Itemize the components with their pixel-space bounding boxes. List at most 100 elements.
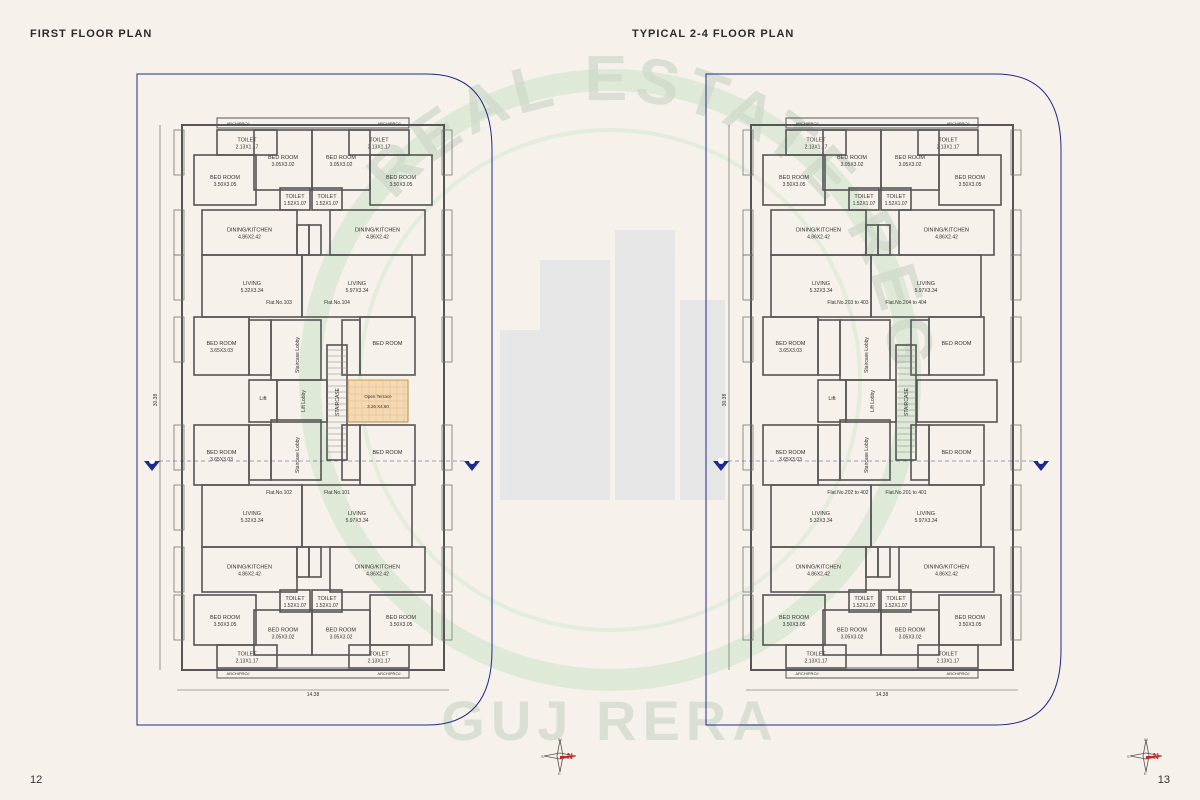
toilet-room-dims: 1.52X1.07: [885, 603, 908, 609]
bedroom-label: BED ROOM: [373, 341, 403, 347]
toilet-room-dims: 2.13X1.17: [236, 145, 259, 151]
bedroom-dims: 3.05X3.02: [272, 162, 295, 168]
bedroom-label: BED ROOM: [776, 341, 806, 347]
bedroom-dims: 3.05X3.02: [330, 635, 353, 641]
compass-icon: N W S E: [541, 737, 577, 776]
store-room: [865, 546, 879, 578]
width-dimension: 14.38: [876, 692, 889, 698]
lift-label: Lift: [828, 396, 836, 402]
dining-kitchen-label: DINING/KITCHEN: [227, 565, 272, 571]
side-duct: [441, 316, 453, 363]
bedroom: [369, 154, 433, 206]
staircase-lobby-label: Staircase Lobby: [864, 437, 870, 473]
bottom-balcony: [785, 667, 979, 679]
staircase-lobby-label: Staircase Lobby: [864, 337, 870, 373]
bedroom-label: BED ROOM: [386, 175, 416, 181]
dining-kitchen-label: DINING/KITCHEN: [796, 228, 841, 234]
bedroom-label: BED ROOM: [207, 341, 237, 347]
bedroom-label: BED ROOM: [386, 615, 416, 621]
staircase-label: STAIRCASE: [335, 387, 341, 416]
bedroom: [193, 154, 257, 206]
dining-kitchen-label: DINING/KITCHEN: [355, 565, 400, 571]
toilet-room-label: TOILET: [317, 596, 337, 602]
store-room: [296, 224, 310, 256]
living-room-label: LIVING: [812, 511, 830, 517]
staircase-label: STAIRCASE: [904, 387, 910, 416]
store-room: [865, 224, 879, 256]
flat-label: Flat.No.203 to 403: [827, 300, 868, 306]
top-balcony: [216, 117, 410, 129]
side-duct: [742, 129, 754, 176]
bedroom-label: BED ROOM: [895, 155, 925, 161]
toilet-room-label: TOILET: [806, 652, 826, 658]
dining-kitchen-dims: 4.86X2.42: [935, 572, 958, 578]
toilet-room: [216, 644, 278, 669]
toilet-room-dims: 2.13X1.17: [236, 659, 259, 665]
top-balcony: [785, 117, 979, 129]
bedroom-dims: 3.05X3.02: [841, 162, 864, 168]
svg-text:S: S: [541, 754, 544, 759]
side-duct: [742, 316, 754, 363]
bedroom-label: BED ROOM: [210, 175, 240, 181]
dining-kitchen-dims: 4.86X2.42: [807, 572, 830, 578]
side-duct: [1010, 546, 1022, 593]
toilet-room: [341, 319, 361, 376]
section-marker-icon: [713, 461, 729, 471]
side-duct: [742, 594, 754, 641]
site-boundary: [136, 73, 493, 726]
section-marker-icon: [144, 461, 160, 471]
toilet-room-dims: 1.52X1.07: [853, 201, 876, 207]
dining-kitchen: [898, 546, 995, 593]
bedroom-label: BED ROOM: [207, 450, 237, 456]
living-room: [301, 254, 413, 318]
side-duct: [1010, 484, 1022, 531]
side-duct: [441, 254, 453, 301]
toilet-room-dims: 1.52X1.07: [284, 201, 307, 207]
dining-kitchen: [329, 546, 426, 593]
staircase-lobby-label: Staircase Lobby: [295, 337, 301, 373]
archiproj-label: ARCHIPROJ: [226, 121, 249, 126]
living-room-label: LIVING: [243, 281, 261, 287]
svg-text:N: N: [1153, 752, 1159, 761]
side-duct: [441, 484, 453, 531]
side-duct: [742, 484, 754, 531]
bedroom-dims: 3.05X3.02: [899, 635, 922, 641]
side-duct: [1010, 424, 1022, 471]
bedroom-label: BED ROOM: [955, 615, 985, 621]
archiproj-label: ARCHIPROJ: [946, 121, 969, 126]
toilet-room: [817, 424, 841, 481]
living-room-dims: 5.97X3.34: [346, 288, 369, 294]
side-duct: [742, 424, 754, 471]
toilet-room-label: TOILET: [369, 652, 389, 658]
section-marker-dot: [1038, 458, 1044, 464]
side-duct: [173, 129, 185, 176]
toilet-room-dims: 2.13X1.17: [937, 659, 960, 665]
side-duct: [441, 546, 453, 593]
bottom-balcony: [216, 667, 410, 679]
lift-lobby-label: Lift Lobby: [301, 390, 307, 412]
staircase-lobby: [839, 419, 891, 481]
toilet-room-label: TOILET: [886, 596, 906, 602]
bedroom-dims: 3.05X3.02: [272, 635, 295, 641]
bedroom-label: BED ROOM: [776, 450, 806, 456]
bedroom: [311, 609, 371, 656]
bedroom-dims: 3.65X3.03: [779, 457, 802, 463]
flat-label: Flat.No.204 to 404: [885, 300, 926, 306]
lift-lobby-label: Lift Lobby: [870, 390, 876, 412]
section-marker-icon: [464, 461, 480, 471]
lobby-void: [916, 379, 998, 423]
living-room-label: LIVING: [243, 511, 261, 517]
archiproj-label: ARCHIPROJ: [795, 121, 818, 126]
dining-kitchen-label: DINING/KITCHEN: [227, 228, 272, 234]
toilet-room: [311, 187, 343, 211]
side-duct: [1010, 129, 1022, 176]
toilet-room-label: TOILET: [938, 652, 958, 658]
toilet-room-dims: 2.13X1.17: [368, 659, 391, 665]
toilet-room-label: TOILET: [854, 194, 874, 200]
bedroom-dims: 3.05X3.02: [330, 162, 353, 168]
toilet-room-dims: 2.13X1.17: [937, 145, 960, 151]
bedroom-label: BED ROOM: [942, 341, 972, 347]
svg-text:E: E: [558, 771, 561, 776]
